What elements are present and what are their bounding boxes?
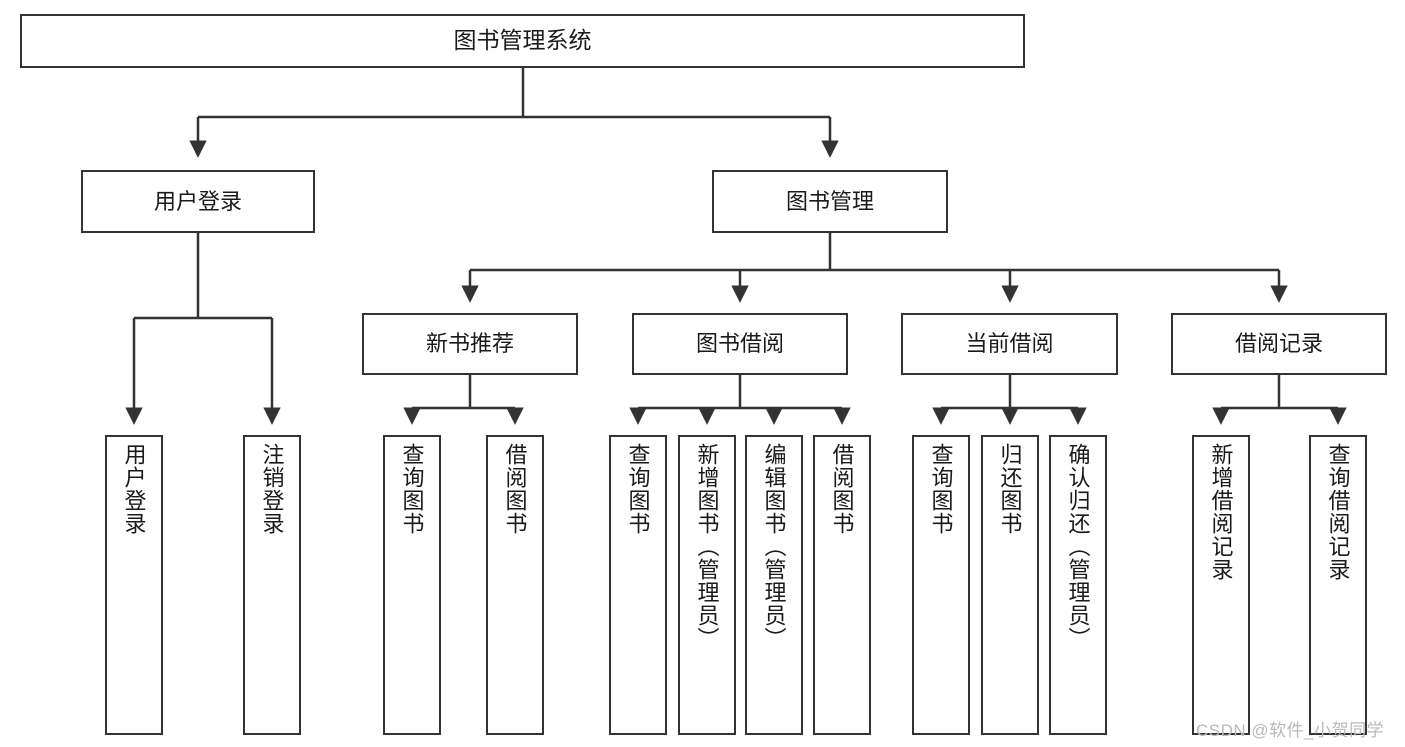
node-label: 图书管理系统 <box>453 27 592 54</box>
leaf-book-borrow-edit-book[interactable]: 编辑图书（管理员） <box>745 435 803 735</box>
node-borrow-record[interactable]: 借阅记录 <box>1171 313 1387 375</box>
leaf-current-borrow-return-book[interactable]: 归还图书 <box>981 435 1039 735</box>
node-label: 用户登录 <box>121 443 147 535</box>
node-label: 查询图书 <box>625 443 651 535</box>
node-label: 图书管理 <box>785 188 874 214</box>
node-label: 归还图书 <box>997 443 1023 535</box>
node-label: 查询借阅记录 <box>1325 443 1351 581</box>
node-label: 编辑图书（管理员） <box>761 443 787 650</box>
node-label: 注销登录 <box>259 443 285 535</box>
leaf-book-borrow-borrow-book[interactable]: 借阅图书 <box>813 435 871 735</box>
node-label: 用户登录 <box>153 188 242 214</box>
node-current-borrow[interactable]: 当前借阅 <box>901 313 1118 375</box>
node-user-login[interactable]: 用户登录 <box>81 170 315 233</box>
leaf-book-borrow-query-book[interactable]: 查询图书 <box>609 435 667 735</box>
node-label: 借阅记录 <box>1234 331 1323 357</box>
csdn-watermark: CSDN @软件_小贺同学 <box>1196 721 1385 740</box>
leaf-current-borrow-query-book[interactable]: 查询图书 <box>912 435 970 735</box>
node-book-borrow[interactable]: 图书借阅 <box>632 313 848 375</box>
leaf-new-book-query-book[interactable]: 查询图书 <box>383 435 441 735</box>
leaf-current-borrow-confirm-return[interactable]: 确认归还（管理员） <box>1049 435 1107 735</box>
node-label: 当前借阅 <box>965 331 1054 357</box>
node-label: 查询图书 <box>399 443 425 535</box>
node-root-system[interactable]: 图书管理系统 <box>20 14 1025 68</box>
node-label: 新增借阅记录 <box>1208 443 1234 581</box>
leaf-new-book-borrow-book[interactable]: 借阅图书 <box>486 435 544 735</box>
node-new-book-recommend[interactable]: 新书推荐 <box>362 313 578 375</box>
node-label: 新增图书（管理员） <box>694 443 720 650</box>
node-label: 图书借阅 <box>695 331 784 357</box>
node-label: 借阅图书 <box>502 443 528 535</box>
leaf-user-login-login[interactable]: 用户登录 <box>105 435 163 735</box>
node-label: 新书推荐 <box>425 331 514 357</box>
leaf-user-login-logout[interactable]: 注销登录 <box>243 435 301 735</box>
leaf-borrow-record-add-record[interactable]: 新增借阅记录 <box>1192 435 1250 735</box>
leaf-borrow-record-query-record[interactable]: 查询借阅记录 <box>1309 435 1367 735</box>
node-book-management[interactable]: 图书管理 <box>712 170 948 233</box>
node-label: 查询图书 <box>928 443 954 535</box>
node-label: 确认归还（管理员） <box>1065 443 1091 650</box>
node-label: 借阅图书 <box>829 443 855 535</box>
leaf-book-borrow-add-book[interactable]: 新增图书（管理员） <box>678 435 736 735</box>
